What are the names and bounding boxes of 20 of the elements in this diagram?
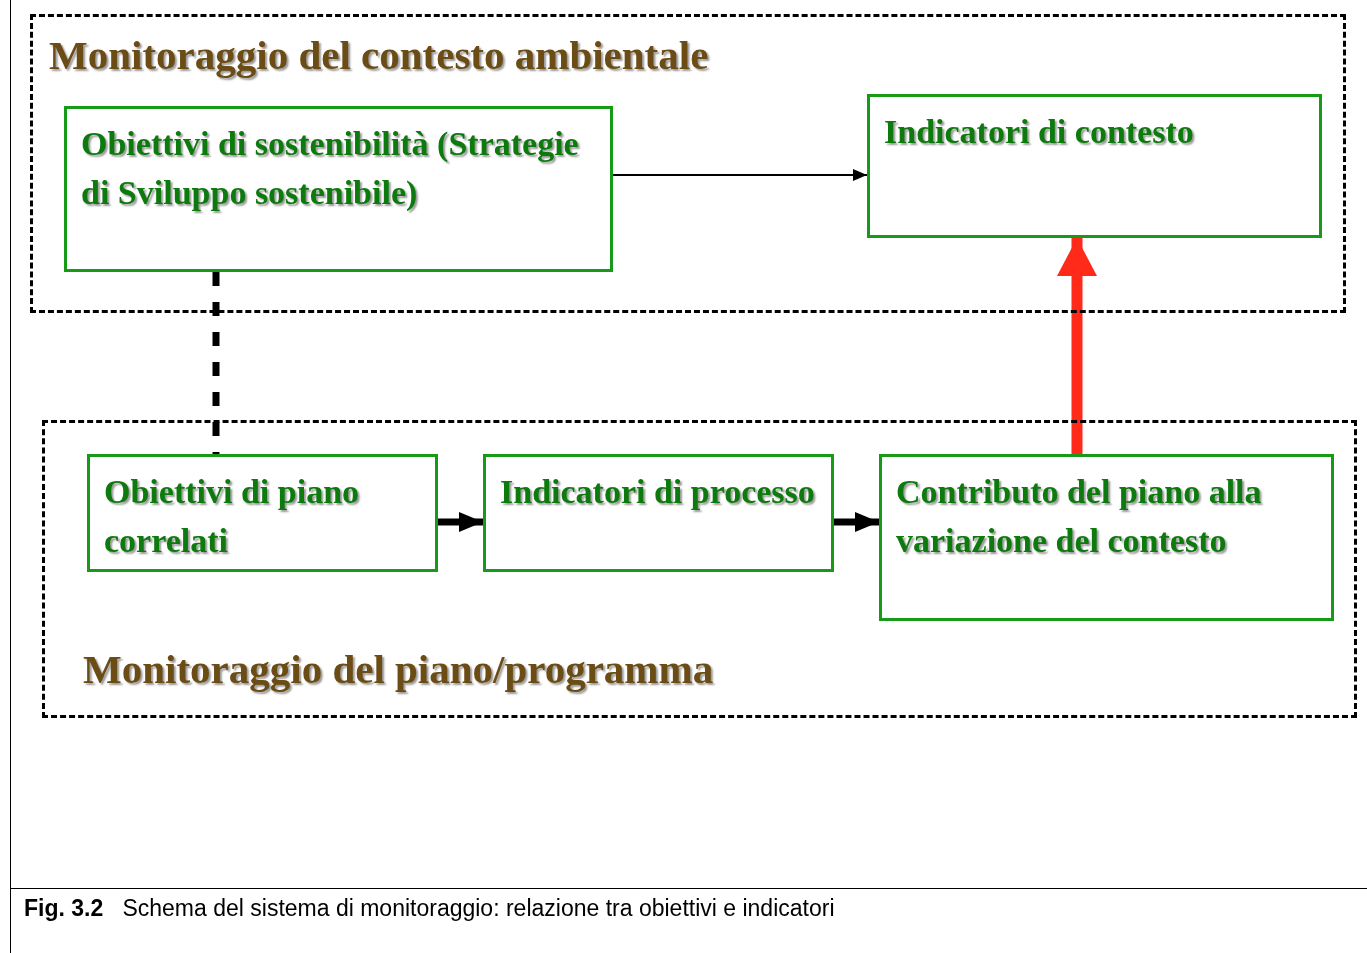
- box-text: Indicatori di processo: [500, 472, 816, 512]
- process-box: [64, 106, 613, 272]
- box-text: Indicatori di contesto: [884, 112, 1195, 152]
- process-box: [483, 454, 834, 572]
- group-heading: Monitoraggio del piano/programma: [83, 645, 714, 693]
- process-box: [87, 454, 438, 572]
- arrow: [834, 512, 879, 532]
- process-box: [879, 454, 1334, 621]
- figure-caption: Fig. 3.2 Schema del sistema di monitoraggio: relazione tra obiettivi e indicatori: [24, 895, 835, 922]
- dashed-group-frame: [42, 420, 1357, 718]
- arrow: [438, 512, 483, 532]
- dashed-group-frame: [30, 14, 1346, 313]
- process-box: [867, 94, 1322, 238]
- group-heading: Monitoraggio del contesto ambientale: [49, 31, 709, 79]
- dashed-connector: [212, 272, 220, 454]
- box-text: Obiettivi di sostenibilità (Strategie di Sviluppo sostenibile): [81, 124, 580, 213]
- box-text: Contributo del piano alla variazione del contesto: [896, 472, 1263, 561]
- arrow: [612, 169, 868, 181]
- arrow: [1058, 238, 1096, 454]
- box-text: Obiettivi di piano correlati: [104, 472, 361, 561]
